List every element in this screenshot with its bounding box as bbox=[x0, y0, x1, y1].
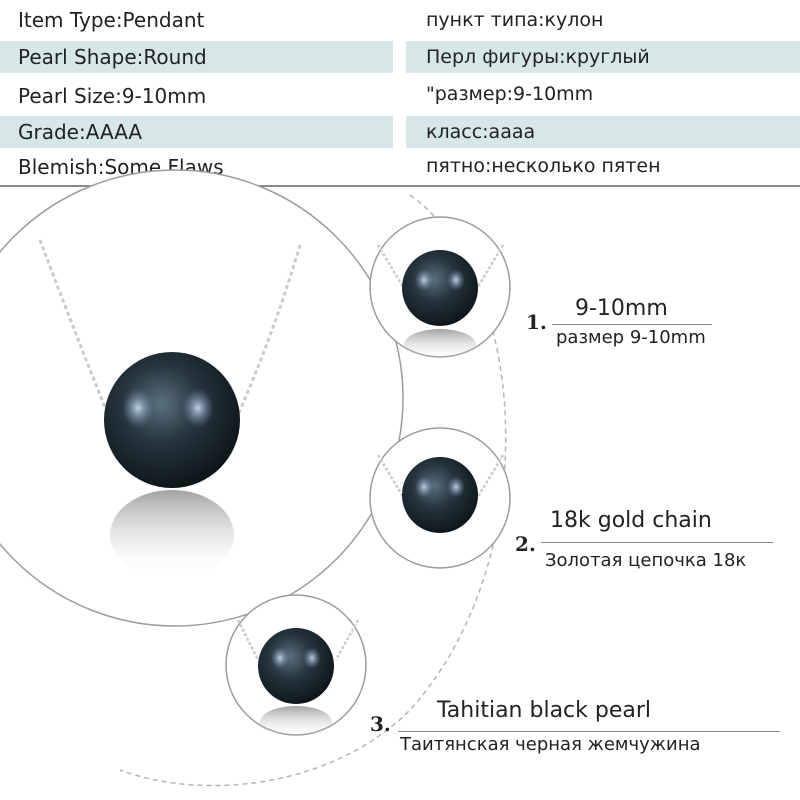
spec-pearl-shape-ru: Перл фигуры:круглый bbox=[406, 41, 800, 73]
chain-3-left bbox=[236, 619, 260, 661]
large-chain-left bbox=[38, 239, 110, 416]
feature-2-underline bbox=[541, 542, 773, 543]
large-pearl-shine-2 bbox=[182, 388, 214, 428]
feature-3-title: Tahitian black pearl bbox=[437, 698, 652, 723]
pearl-3-shine bbox=[271, 647, 289, 669]
feature-2-subtitle: Золотая цепочка 18к bbox=[545, 550, 747, 571]
pearl-1-icon bbox=[402, 250, 478, 326]
table-bottom-divider bbox=[0, 185, 800, 187]
feature-3-underline bbox=[398, 731, 780, 732]
pearl-1-shine-2 bbox=[447, 269, 465, 291]
spec-pearl-size-ru: "размер:9-10mm bbox=[426, 83, 594, 105]
chain-2-right bbox=[474, 454, 505, 501]
feature-1-underline bbox=[552, 324, 712, 325]
feature-3-subtitle: Таитянская черная жемчужина bbox=[400, 734, 701, 755]
spec-blemish-ru: пятно:несколько пятен bbox=[426, 155, 661, 177]
chain-1-right bbox=[474, 244, 505, 291]
feature-1-subtitle: размер 9-10mm bbox=[556, 327, 706, 348]
pearl-3-shine-2 bbox=[303, 647, 321, 669]
large-pearl-icon bbox=[104, 352, 240, 488]
large-pearl-reflection bbox=[110, 490, 234, 580]
pearl-2-shine-2 bbox=[447, 476, 465, 498]
spec-item-type-en: Item Type:Pendant bbox=[18, 8, 205, 32]
dashed-arc bbox=[119, 194, 507, 787]
spec-table: Item Type:Pendant пункт типа:кулон Pearl… bbox=[0, 0, 800, 187]
feature-2-number: 2. bbox=[515, 532, 536, 556]
pearl-1-reflection bbox=[404, 329, 476, 361]
pearl-2-icon bbox=[402, 457, 478, 533]
feature-1-number: 1. bbox=[526, 310, 547, 334]
chain-1-left bbox=[376, 244, 407, 291]
chain-3-right bbox=[334, 619, 360, 661]
spec-grade-ru: класс:аааа bbox=[406, 116, 800, 148]
spec-pearl-size-en: Pearl Size:9-10mm bbox=[18, 84, 207, 108]
large-pearl-shine bbox=[122, 388, 154, 428]
pearl-1-shine bbox=[415, 269, 433, 291]
pearl-2-shine bbox=[415, 476, 433, 498]
spec-item-type-ru: пункт типа:кулон bbox=[426, 9, 604, 31]
spec-pearl-shape-en: Pearl Shape:Round bbox=[0, 41, 393, 73]
feature-3-number: 3. bbox=[370, 712, 391, 736]
pearl-3-icon bbox=[258, 628, 334, 704]
spec-grade-en: Grade:AAAA bbox=[0, 116, 393, 148]
feature-1-title: 9-10mm bbox=[575, 296, 668, 321]
large-chain-right bbox=[236, 244, 302, 416]
pearl-3-reflection bbox=[260, 706, 332, 738]
chain-2-left bbox=[376, 454, 407, 501]
feature-2-title: 18k gold chain bbox=[550, 508, 712, 533]
